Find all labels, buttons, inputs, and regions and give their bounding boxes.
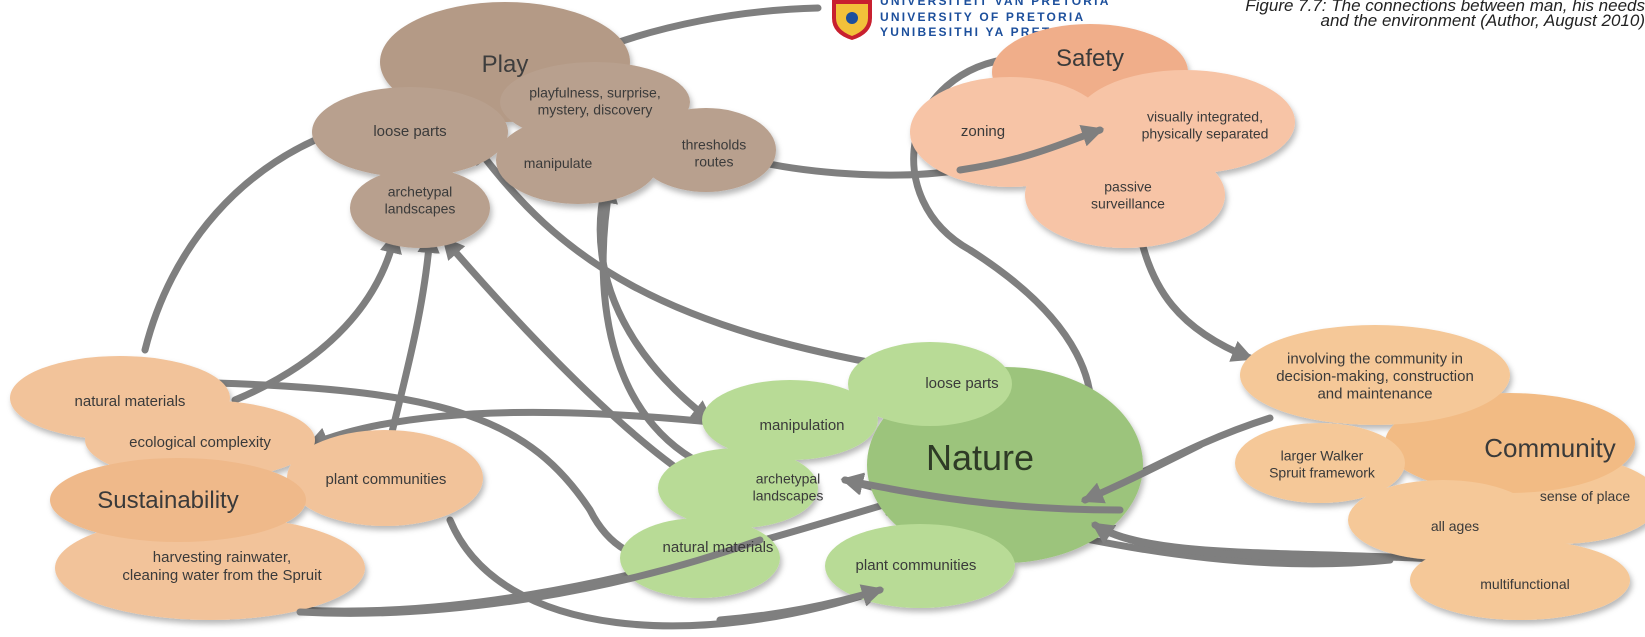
play-cluster	[312, 2, 776, 248]
arrow-front-involving-nature	[1080, 441, 1204, 504]
safety-visually-label: visually integrated,physically separated	[1142, 108, 1269, 141]
logo-line-2: UNIVERSITY OF PRETORIA	[880, 10, 1085, 24]
nature-manipulation-label: manipulation	[759, 417, 844, 434]
arrow-play-to-nature-archetypal	[441, 236, 714, 494]
safety-visually-node	[1075, 70, 1295, 174]
crest-icon	[832, 0, 872, 40]
sustainability-node	[50, 458, 306, 542]
sus-plants-node	[287, 430, 483, 526]
nature-manipulation-node	[702, 380, 878, 460]
play-thresholds-node	[636, 108, 776, 192]
nature-loose-parts-node	[848, 342, 1012, 426]
arrow-front-plants	[716, 584, 885, 624]
play-playfulness-label: playfulness, surprise,mystery, discovery	[529, 84, 661, 117]
nature-label: Nature	[926, 437, 1034, 478]
play-playfulness-node	[500, 62, 690, 142]
safety-zoning-label: zoning	[961, 123, 1005, 140]
sus-rainwater-node	[55, 516, 365, 620]
connection-arrows-front	[296, 125, 1364, 624]
arrow-ecological-to-manipulation	[305, 408, 745, 449]
safety-label: Safety	[1056, 45, 1124, 72]
nature-cluster	[620, 342, 1143, 608]
arrow-sus-to-play-archetypal-2	[386, 230, 440, 444]
sus-materials-label: natural materials	[75, 393, 186, 410]
community-node	[1385, 393, 1635, 493]
com-walker-node	[1235, 423, 1405, 503]
com-involving-node	[1240, 325, 1510, 425]
arrow-logo-to-play	[587, 4, 822, 56]
nature-loose-parts-label: loose parts	[925, 375, 998, 392]
play-manipulate-label: manipulate	[524, 155, 593, 171]
labels: Play loose parts playfulness, surprise,m…	[75, 45, 1631, 591]
community-cluster	[1235, 325, 1645, 620]
com-multi-node	[1410, 540, 1630, 620]
arrow-sus-to-play-loose	[141, 119, 360, 354]
safety-cluster	[910, 24, 1295, 248]
community-label: Community	[1484, 433, 1615, 463]
com-ages-node	[1348, 480, 1538, 560]
com-sense-label: sense of place	[1540, 488, 1630, 504]
arrow-front-thresholds-visually	[956, 125, 1105, 174]
play-label: Play	[482, 51, 529, 78]
play-loose-parts-node	[312, 87, 508, 177]
sustainability-cluster	[10, 356, 483, 620]
sus-plants-label: plant communities	[326, 471, 447, 488]
nature-materials-label: natural materials	[663, 539, 774, 556]
arrow-front-rainwater	[296, 536, 764, 617]
figure-caption: Figure 7.7: The connections between man,…	[1125, 0, 1645, 30]
caption-line-2: and the environment (Author, August 2010…	[1320, 11, 1645, 30]
logo-line-1: UNIVERSITEIT VAN PRETORIA	[880, 0, 1111, 8]
nature-plants-label: plant communities	[856, 557, 977, 574]
play-archetypal-node	[350, 168, 490, 248]
sus-rainwater-label: harvesting rainwater,cleaning water from…	[122, 549, 322, 584]
arrow-manipulate-to-nature-archetypal	[595, 180, 725, 477]
arrow-sus-to-play-archetypal-1	[231, 230, 402, 404]
play-loose-parts-label: loose parts	[373, 123, 446, 140]
com-ages-label: all ages	[1431, 518, 1479, 534]
com-multi-label: multifunctional	[1480, 576, 1570, 592]
sustainability-label: Sustainability	[97, 487, 238, 514]
caption-line-1: Figure 7.7: The connections between man,…	[1245, 0, 1645, 15]
arrow-front-community-archetypal	[840, 472, 1124, 514]
nature-archetypal-node	[658, 448, 818, 528]
sus-ecological-label: ecological complexity	[129, 434, 271, 451]
arrow-front-community-nature	[1091, 521, 1364, 564]
